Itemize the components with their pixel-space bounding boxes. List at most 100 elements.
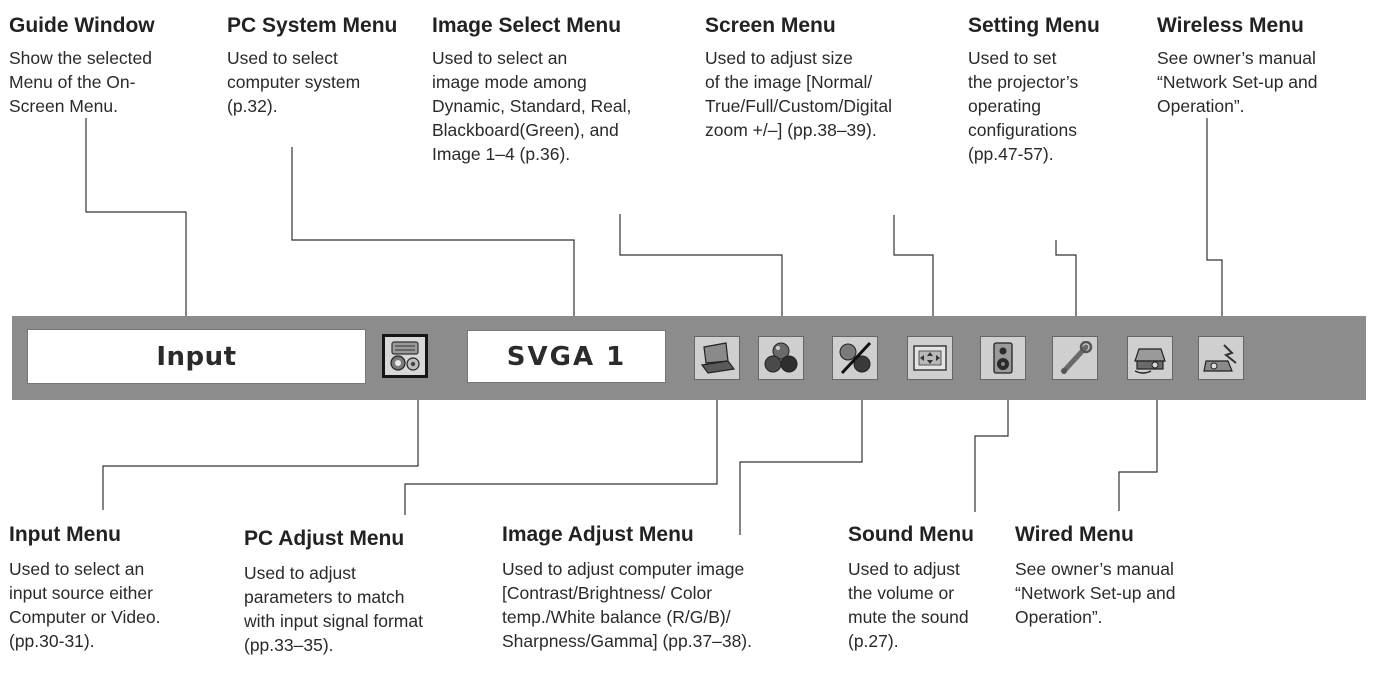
pc-system-display: SVGA 1	[467, 330, 666, 383]
leader-pc-adjust-menu	[404, 390, 718, 515]
desc-line: Used to adjust	[244, 563, 356, 583]
leader-image-adjust-menu	[739, 390, 863, 535]
desc-line: Operation”.	[1157, 96, 1245, 116]
screen-size-icon	[913, 345, 947, 371]
menu-button-screen[interactable]	[907, 336, 953, 380]
wrench-icon	[1061, 341, 1093, 374]
leader-input-menu	[102, 390, 419, 510]
desc-line: input source either	[9, 583, 153, 603]
callout-wired-menu: Wired Menu See owner’s manual “Network S…	[1015, 522, 1235, 629]
input-source-icon	[390, 341, 420, 371]
desc-line: (pp.33–35).	[244, 635, 334, 655]
callout-screen-menu: Screen Menu Used to adjust size of the i…	[705, 13, 955, 142]
callout-title: Sound Menu	[848, 523, 974, 546]
desc-line: “Network Set-up and	[1015, 583, 1176, 603]
on-screen-menu-bar: Input SVGA 1	[12, 316, 1366, 400]
desc-line: image mode among	[432, 72, 587, 92]
desc-line: Used to select an	[9, 559, 145, 579]
desc-line: Operation”.	[1015, 607, 1103, 627]
wireless-network-icon	[1203, 344, 1237, 372]
callout-description: Used to adjust parameters to match with …	[244, 561, 474, 657]
desc-line: “Network Set-up and	[1157, 72, 1318, 92]
callout-title: Guide Window	[9, 14, 155, 37]
desc-line: of the image [Normal/	[705, 72, 873, 92]
callout-title: PC Adjust Menu	[244, 527, 405, 550]
desc-line: Image 1–4 (p.36).	[432, 144, 571, 164]
desc-line: operating	[968, 96, 1041, 116]
desc-line: (p.27).	[848, 631, 899, 651]
menu-button-wired[interactable]	[1127, 336, 1173, 380]
desc-line: See owner’s manual	[1015, 559, 1174, 579]
callout-sound-menu: Sound Menu Used to adjust the volume or …	[848, 522, 1008, 653]
callout-image-adjust-menu: Image Adjust Menu Used to adjust compute…	[502, 522, 832, 653]
menu-button-input[interactable]	[382, 334, 428, 378]
menu-button-image-select[interactable]	[758, 336, 804, 380]
callout-setting-menu: Setting Menu Used to set the projector’s…	[968, 13, 1128, 166]
desc-line: Used to adjust	[848, 559, 960, 579]
desc-line: the volume or	[848, 583, 955, 603]
callout-title: Input Menu	[9, 523, 121, 546]
callout-description: Used to adjust computer image [Contrast/…	[502, 557, 832, 653]
image-adjust-icon	[839, 341, 872, 375]
menu-button-pc-adjust[interactable]	[694, 336, 740, 380]
callout-description: Used to select an input source either Co…	[9, 557, 209, 653]
callout-input-menu: Input Menu Used to select an input sourc…	[9, 522, 209, 653]
callout-description: Used to select computer system (p.32).	[227, 46, 417, 118]
desc-line: Used to select an	[432, 48, 568, 68]
desc-line: Menu of the On-	[9, 72, 136, 92]
desc-line: computer system	[227, 72, 361, 92]
callout-title: Image Select Menu	[432, 14, 622, 37]
leader-wired-menu	[1118, 390, 1158, 511]
desc-line: the projector’s	[968, 72, 1079, 92]
menu-button-wireless[interactable]	[1198, 336, 1244, 380]
menu-button-image-adjust[interactable]	[832, 336, 878, 380]
desc-line: (p.32).	[227, 96, 278, 116]
callout-title: Screen Menu	[705, 14, 836, 37]
desc-line: parameters to match	[244, 587, 405, 607]
desc-line: zoom +/–] (pp.38–39).	[705, 120, 877, 140]
desc-line: See owner’s manual	[1157, 48, 1316, 68]
callout-description: See owner’s manual “Network Set-up and O…	[1157, 46, 1369, 118]
leader-screen-menu	[893, 215, 934, 330]
callout-wireless-menu: Wireless Menu See owner’s manual “Networ…	[1157, 13, 1369, 118]
leader-pc-system-menu	[291, 147, 575, 330]
desc-line: (pp.30-31).	[9, 631, 95, 651]
leader-setting-menu	[1055, 240, 1077, 330]
callout-title: Wired Menu	[1015, 523, 1134, 546]
callout-description: Used to adjust the volume or mute the so…	[848, 557, 1008, 653]
desc-line: configurations	[968, 120, 1077, 140]
leader-guide-window	[85, 118, 187, 320]
callout-title: Wireless Menu	[1157, 14, 1304, 37]
leader-image-select-menu	[619, 214, 783, 330]
desc-line: True/Full/Custom/Digital	[705, 96, 893, 116]
desc-line: mute the sound	[848, 607, 969, 627]
leader-wireless-menu	[1206, 118, 1223, 330]
desc-line: Used to adjust computer image	[502, 559, 745, 579]
menu-button-setting[interactable]	[1052, 336, 1098, 380]
rgb-balls-icon	[764, 342, 798, 373]
leader-sound-menu	[974, 390, 1009, 512]
callout-description: Used to adjust size of the image [Normal…	[705, 46, 955, 142]
callout-description: Show the selected Menu of the On- Screen…	[9, 46, 209, 118]
guide-window: Input	[27, 329, 366, 384]
callout-title: Setting Menu	[968, 14, 1100, 37]
desc-line: Used to set	[968, 48, 1057, 68]
desc-line: Computer or Video.	[9, 607, 161, 627]
desc-line: Blackboard(Green), and	[432, 120, 619, 140]
desc-line: Used to adjust size	[705, 48, 853, 68]
callout-description: Used to select an image mode among Dynam…	[432, 46, 672, 166]
wired-network-icon	[1134, 348, 1166, 374]
desc-line: [Contrast/Brightness/ Color	[502, 583, 713, 603]
callout-description: See owner’s manual “Network Set-up and O…	[1015, 557, 1235, 629]
desc-line: Sharpness/Gamma] (pp.37–38).	[502, 631, 752, 651]
desc-line: with input signal format	[244, 611, 423, 631]
desc-line: (pp.47-57).	[968, 144, 1054, 164]
desc-line: Show the selected	[9, 48, 153, 68]
callout-pc-system-menu: PC System Menu Used to select computer s…	[227, 13, 417, 118]
desc-line: Screen Menu.	[9, 96, 118, 116]
callout-description: Used to set the projector’s operating co…	[968, 46, 1128, 166]
menu-button-sound[interactable]	[980, 336, 1026, 380]
laptop-icon	[700, 342, 736, 374]
